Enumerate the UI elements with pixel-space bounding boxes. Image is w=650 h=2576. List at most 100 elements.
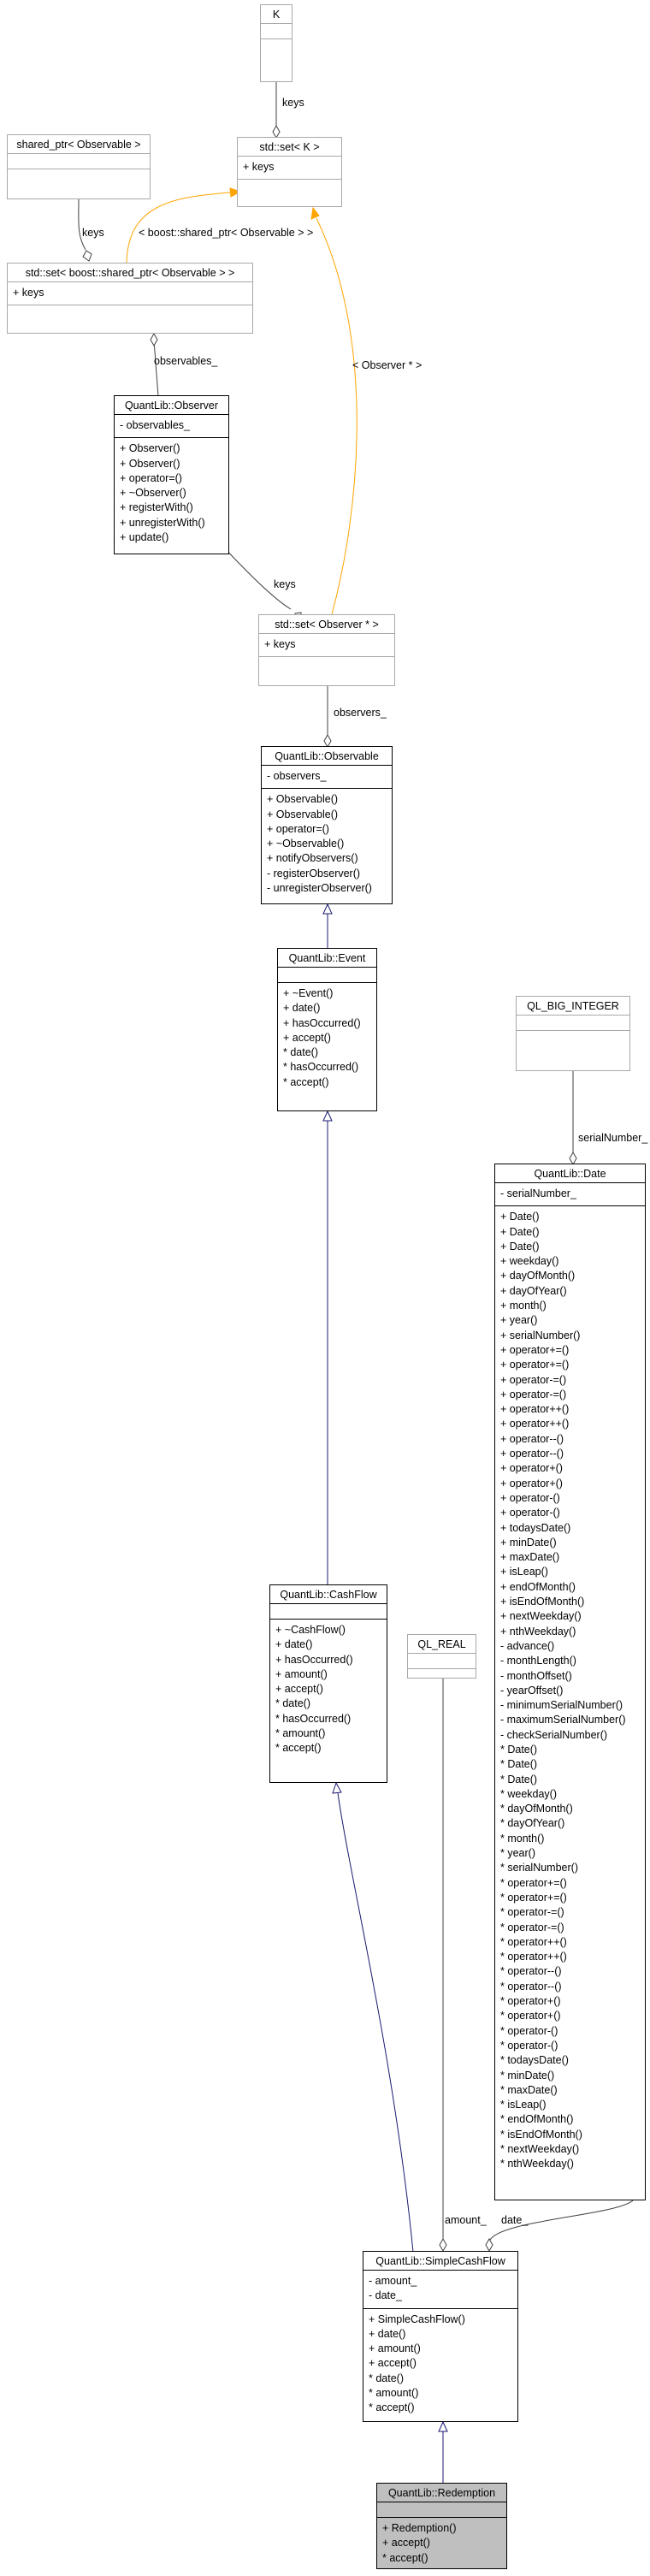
method-row: + operator=()	[267, 822, 329, 835]
method-row: * accept()	[382, 2551, 428, 2564]
class-title: QuantLib::SimpleCashFlow	[375, 2255, 505, 2267]
attributes-section: - amount_- date_	[363, 2270, 517, 2308]
attributes-section	[270, 1603, 387, 1619]
method-row: + date()	[283, 1002, 321, 1015]
method-row: + operator--()	[500, 1432, 564, 1445]
class-title: std::set< K >	[259, 141, 320, 153]
method-row: - minimumSerialNumber()	[500, 1699, 623, 1712]
method-row: + amount()	[275, 1667, 328, 1680]
class-title: std::set< boost::shared_ptr< Observable …	[25, 267, 235, 279]
attributes-section: + keys	[238, 156, 341, 179]
methods-section	[8, 169, 150, 184]
edge-set-observer-to-set-k	[316, 217, 358, 615]
method-row: + operator+=()	[500, 1359, 570, 1371]
edge-label-observables: observables_	[154, 355, 218, 367]
edge-label-amount: amount_	[445, 2214, 487, 2226]
class-box-k[interactable]: K	[260, 4, 292, 82]
method-row: * accept()	[275, 1742, 322, 1755]
arrow-set-shared-to-set-k	[229, 187, 242, 198]
method-row: * operator-()	[500, 2024, 558, 2037]
method-row: * nthWeekday()	[500, 2158, 574, 2170]
method-row: * operator--()	[500, 1980, 562, 1993]
class-box-ql-real[interactable]: QL_REAL	[407, 1634, 476, 1679]
method-row: + dayOfMonth()	[500, 1270, 576, 1282]
class-title: QuantLib::Date	[534, 1168, 606, 1180]
method-row: * dayOfYear()	[500, 1817, 565, 1830]
attributes-section: - observables_	[115, 414, 228, 437]
method-row: + Observable()	[267, 793, 339, 806]
method-row: + operator++()	[500, 1418, 570, 1430]
method-row: + date()	[275, 1638, 313, 1651]
methods-section	[259, 656, 394, 672]
method-row: * isLeap()	[500, 2099, 547, 2111]
edge-label-keys: keys	[274, 578, 296, 590]
method-row: - advance()	[500, 1639, 555, 1652]
method-row: * endOfMonth()	[500, 2113, 574, 2126]
method-row: + operator-()	[500, 1507, 560, 1519]
edge-simplecashflow-to-cashflow	[337, 1792, 414, 2253]
attributes-section	[8, 153, 150, 169]
class-box-event[interactable]: QuantLib::Event+ ~Event()+ date()+ hasOc…	[277, 948, 377, 1111]
method-row: + isEndOfMonth()	[500, 1596, 585, 1608]
edge-label-keys: keys	[282, 97, 304, 109]
attributes-section	[408, 1653, 476, 1668]
method-row: + operator-()	[500, 1491, 560, 1504]
method-row: + unregisterWith()	[120, 516, 205, 529]
method-row: + operator+()	[500, 1462, 563, 1475]
class-box-set-observer[interactable]: std::set< Observer * >+ keys	[258, 614, 395, 686]
class-title: QuantLib::Observable	[275, 750, 379, 762]
diamond-observable	[323, 733, 332, 749]
edge-label-template: < boost::shared_ptr< Observable > >	[139, 227, 314, 239]
edge-date-to-simplecashflow	[488, 2200, 634, 2242]
class-box-set-k[interactable]: std::set< K >+ keys	[237, 137, 342, 207]
class-box-redemption[interactable]: QuantLib::Redemption+ Redemption()+ acce…	[376, 2483, 507, 2569]
attributes-section	[278, 967, 376, 982]
class-title: shared_ptr< Observable >	[16, 139, 141, 151]
method-row: + operator--()	[500, 1448, 564, 1460]
class-box-simplecashflow[interactable]: QuantLib::SimpleCashFlow- amount_- date_…	[363, 2251, 518, 2422]
method-row: * operator-()	[500, 2039, 558, 2052]
method-row: + Date()	[500, 1211, 540, 1223]
methods-section: + Redemption()+ accept()* accept()	[377, 2517, 506, 2570]
method-row: * Date()	[500, 1758, 538, 1771]
method-row: * weekday()	[500, 1787, 557, 1800]
class-title: QL_REAL	[417, 1638, 466, 1650]
class-box-date[interactable]: QuantLib::Date- serialNumber_+ Date()+ D…	[494, 1164, 646, 2200]
method-row: + SimpleCashFlow()	[369, 2312, 465, 2325]
method-row: + accept()	[283, 1031, 331, 1044]
method-row: * operator-=()	[500, 1906, 564, 1919]
class-box-observable[interactable]: QuantLib::Observable- observers_+ Observ…	[261, 746, 393, 904]
diamond-date	[569, 1151, 577, 1166]
method-row: * operator++()	[500, 1951, 567, 1963]
class-box-ql-big-integer[interactable]: QL_BIG_INTEGER	[516, 996, 630, 1071]
method-row: * dayOfMonth()	[500, 1803, 573, 1815]
method-row: * minDate()	[500, 2069, 555, 2082]
arrow-event-to-observable	[322, 903, 333, 915]
class-box-cashflow[interactable]: QuantLib::CashFlow+ ~CashFlow()+ date()+…	[269, 1584, 387, 1783]
method-row: + ~Observer()	[120, 487, 186, 500]
methods-section: + ~Event()+ date()+ hasOccurred()+ accep…	[278, 982, 376, 1094]
class-title: QuantLib::CashFlow	[280, 1589, 377, 1601]
method-row: * date()	[283, 1046, 318, 1059]
method-row: * serialNumber()	[500, 1862, 578, 1874]
attribute-row: + keys	[13, 287, 44, 299]
method-row: + operator=()	[120, 471, 182, 484]
method-row: - registerObserver()	[267, 867, 361, 879]
class-title: QuantLib::Event	[288, 952, 366, 964]
method-row: * date()	[275, 1697, 310, 1710]
method-row: + date()	[369, 2327, 406, 2340]
method-row: * accept()	[369, 2401, 415, 2414]
method-row: * isEndOfMonth()	[500, 2128, 582, 2141]
class-box-observer[interactable]: QuantLib::Observer- observables_+ Observ…	[114, 395, 229, 554]
class-box-set-shared-ptr[interactable]: std::set< boost::shared_ptr< Observable …	[7, 263, 253, 334]
method-row: * amount()	[369, 2387, 419, 2400]
class-title: K	[272, 9, 281, 21]
attributes-section: - serialNumber_	[495, 1182, 645, 1205]
edge-label-date: date_	[501, 2214, 529, 2226]
method-row: * operator--()	[500, 1965, 562, 1978]
edge-label-serial-number: serialNumber_	[578, 1132, 648, 1144]
edge-shared-to-set-shared	[78, 198, 86, 251]
edge-set-shared-to-set-k	[126, 192, 232, 266]
arrow-set-observer-to-set-k	[310, 206, 320, 220]
class-box-shared-ptr[interactable]: shared_ptr< Observable >	[7, 134, 151, 199]
